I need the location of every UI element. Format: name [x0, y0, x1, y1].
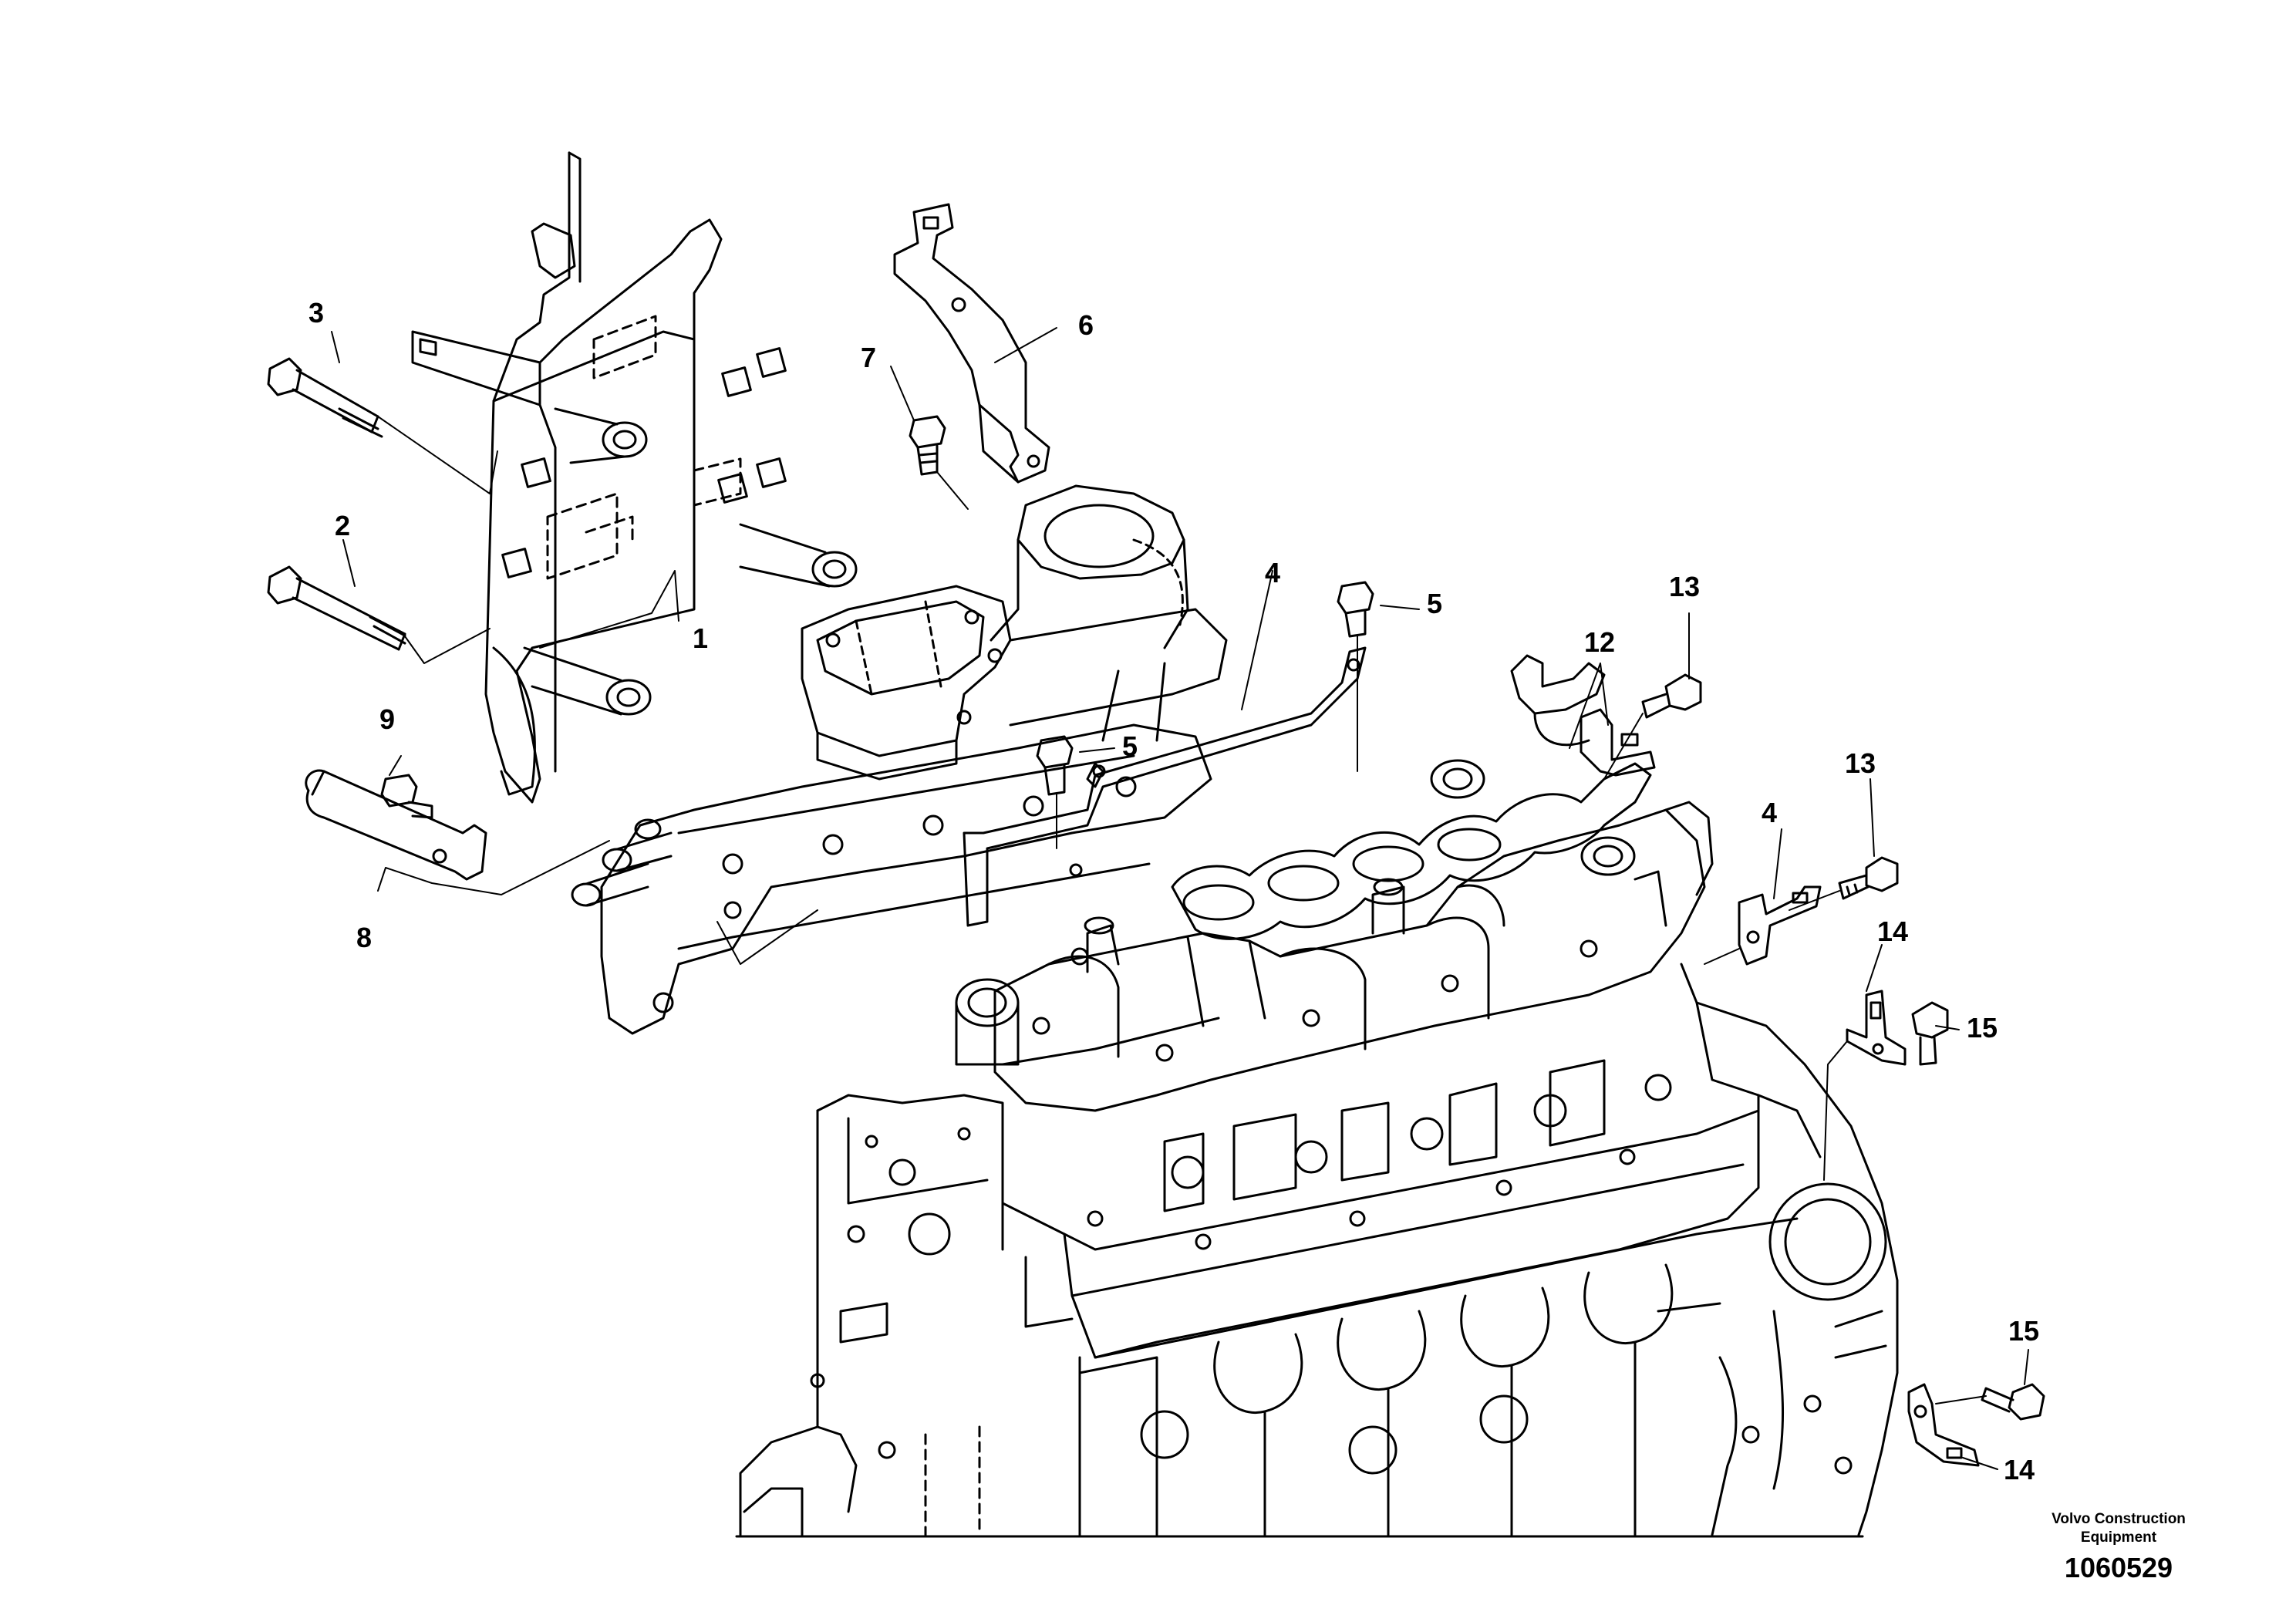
callout-5-upper: 5 [1427, 588, 1442, 619]
support-bracket-6 [893, 203, 1050, 484]
bracket-8 [305, 769, 487, 881]
document-number: 1060529 [2064, 1552, 2173, 1583]
leader-lines [331, 327, 2029, 1470]
exhaust-housing [801, 484, 1228, 781]
callout-labels: 3 2 1 9 8 7 6 4 5 5 12 13 13 4 14 15 15 … [308, 297, 2039, 1485]
callout-14-upper: 14 [1877, 916, 1908, 947]
callout-9: 9 [379, 703, 395, 735]
callout-2: 2 [335, 510, 350, 541]
bolt-5-upper [1337, 581, 1374, 638]
callout-3: 3 [308, 297, 324, 329]
company-name-line1: Volvo Construction [2052, 1511, 2186, 1527]
callout-8: 8 [356, 922, 372, 953]
cover-gasket-bracket [963, 646, 1367, 927]
callout-13-lower: 13 [1845, 747, 1876, 779]
callout-13-upper: 13 [1669, 571, 1700, 602]
bolt-15-lower [1981, 1383, 2045, 1421]
bracket-14-lower [1907, 1383, 1980, 1467]
callout-4-lower: 4 [1762, 797, 1777, 828]
bolt-9 [380, 774, 433, 819]
callout-1: 1 [693, 622, 708, 654]
bracket-12 [1580, 708, 1656, 777]
bolt-13-upper [1641, 673, 1702, 719]
bolt-13-lower [1838, 856, 1899, 900]
bolt-5-lower [1036, 735, 1074, 796]
callout-15-upper: 15 [1967, 1012, 1998, 1044]
bracket-14-upper [1846, 990, 1907, 1066]
main-bracket [411, 151, 858, 804]
bolt-7 [909, 415, 946, 476]
engine-block [735, 963, 1899, 1538]
intake-manifold [571, 723, 1212, 1035]
bolt-15-upper [1911, 1001, 1949, 1066]
callout-4-upper: 4 [1265, 557, 1280, 588]
bolt-2 [267, 565, 406, 651]
bolt-3 [267, 357, 383, 438]
callout-12: 12 [1584, 626, 1615, 658]
drawing-footer: Volvo Construction Equipment 1060529 [1988, 1510, 2250, 1586]
callout-6: 6 [1078, 309, 1094, 341]
callout-7: 7 [861, 342, 876, 373]
rocker-cover [955, 759, 1714, 1112]
callout-15-lower: 15 [2008, 1315, 2039, 1347]
callout-14-lower: 14 [2004, 1454, 2035, 1485]
callout-5-lower: 5 [1122, 730, 1138, 762]
bracket-4-lower [1738, 885, 1822, 966]
company-name-line2: Equipment [2080, 1529, 2157, 1546]
valve-cover-gasket [1171, 654, 1652, 940]
